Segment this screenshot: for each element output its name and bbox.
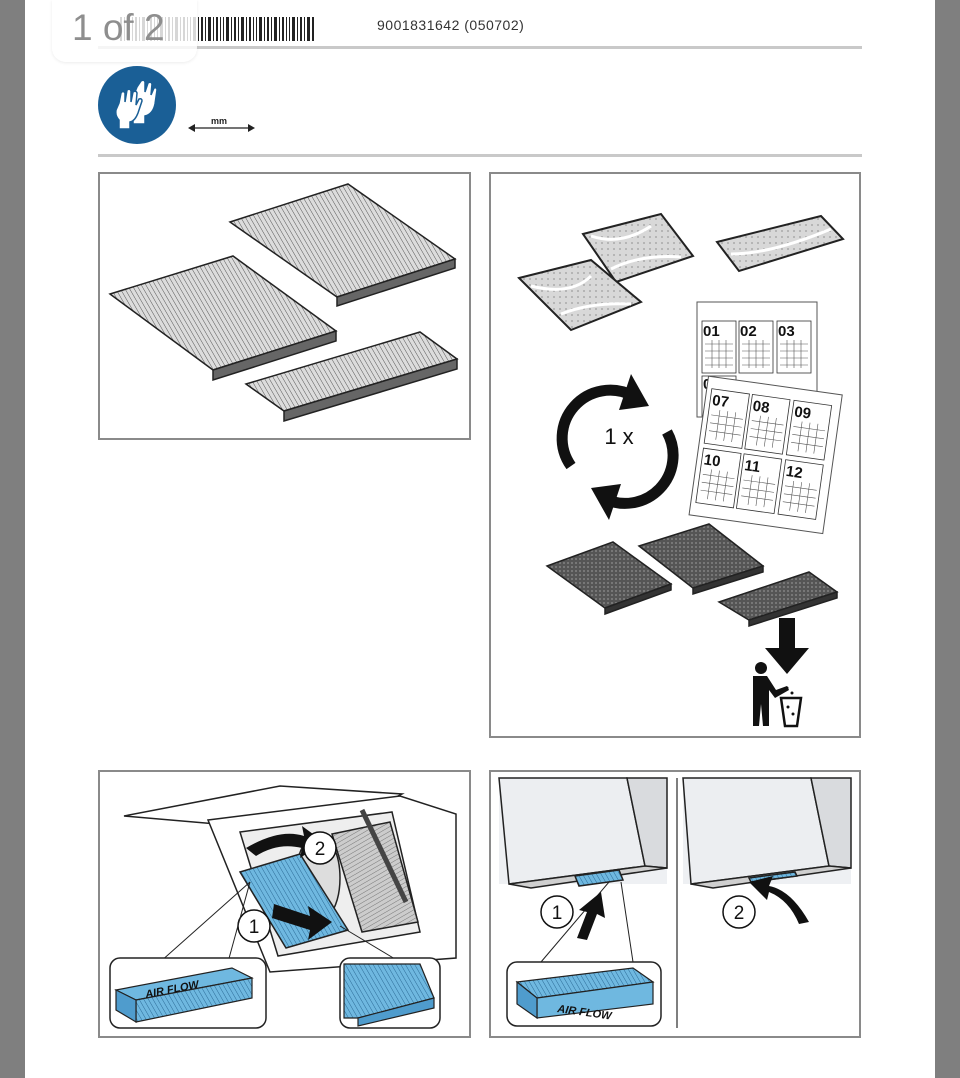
filter-pad-2 xyxy=(108,255,338,382)
hood-view-step-1 xyxy=(498,777,668,963)
page-indicator: 1 of 2 xyxy=(52,0,197,62)
filter-pad-3 xyxy=(244,331,459,423)
slide-arrow-icon xyxy=(749,876,809,924)
dimension-unit-label: mm xyxy=(211,116,228,126)
label-09: 09 xyxy=(793,404,812,423)
safety-gloves-icon xyxy=(98,66,176,144)
cycle-arrows-icon xyxy=(556,384,679,509)
svg-text:1: 1 xyxy=(249,917,260,938)
panel-replacement-cycle: 01 02 03 04 07 08 09 10 11 12 xyxy=(489,172,861,738)
filter-pad-1 xyxy=(228,183,457,308)
label-01: 01 xyxy=(703,323,720,340)
label-sheet-2: 07 08 09 10 11 12 xyxy=(688,375,843,535)
panel-filter-pads xyxy=(98,172,471,440)
packaged-filter-2 xyxy=(715,214,845,273)
cycle-label: 1 x xyxy=(604,424,633,449)
packaged-filter-3 xyxy=(517,258,643,332)
step-2-marker: 2 xyxy=(303,831,337,865)
label-08: 08 xyxy=(752,398,771,417)
down-arrow-icon xyxy=(765,618,809,674)
label-02: 02 xyxy=(740,323,757,340)
detail-airflow-filter: AIR FLOW xyxy=(109,957,267,1029)
label-12: 12 xyxy=(785,463,804,482)
panel-filter-insertion: 1 2 AIR FLOW xyxy=(489,770,861,1038)
header-rule xyxy=(98,46,862,49)
hood-view-step-2 xyxy=(682,777,852,889)
used-filter-pads xyxy=(545,523,839,628)
label-03: 03 xyxy=(778,323,795,340)
double-arrow-icon xyxy=(188,124,255,132)
step-1-marker-d: 1 xyxy=(540,895,574,929)
insert-arrow-icon xyxy=(577,892,605,940)
detail-filter-edge xyxy=(339,957,441,1029)
dispose-in-bin-icon xyxy=(753,662,803,728)
label-11: 11 xyxy=(743,457,761,476)
svg-text:1: 1 xyxy=(552,903,563,924)
label-07: 07 xyxy=(711,392,730,411)
step-1-marker: 1 xyxy=(237,909,271,943)
packaged-filter-1 xyxy=(581,212,695,284)
document-code: 9001831642 (050702) xyxy=(377,17,525,33)
panel-hood-filter-removal: 1 2 AIR FLOW xyxy=(98,770,471,1038)
pull-arrow-icon xyxy=(272,904,332,940)
detail-airflow-filter-d: AIR FLOW xyxy=(506,961,662,1027)
svg-text:2: 2 xyxy=(734,903,745,924)
label-10: 10 xyxy=(703,451,722,470)
step-2-marker-d: 2 xyxy=(722,895,756,929)
svg-text:2: 2 xyxy=(315,839,326,860)
section-rule xyxy=(98,154,862,157)
